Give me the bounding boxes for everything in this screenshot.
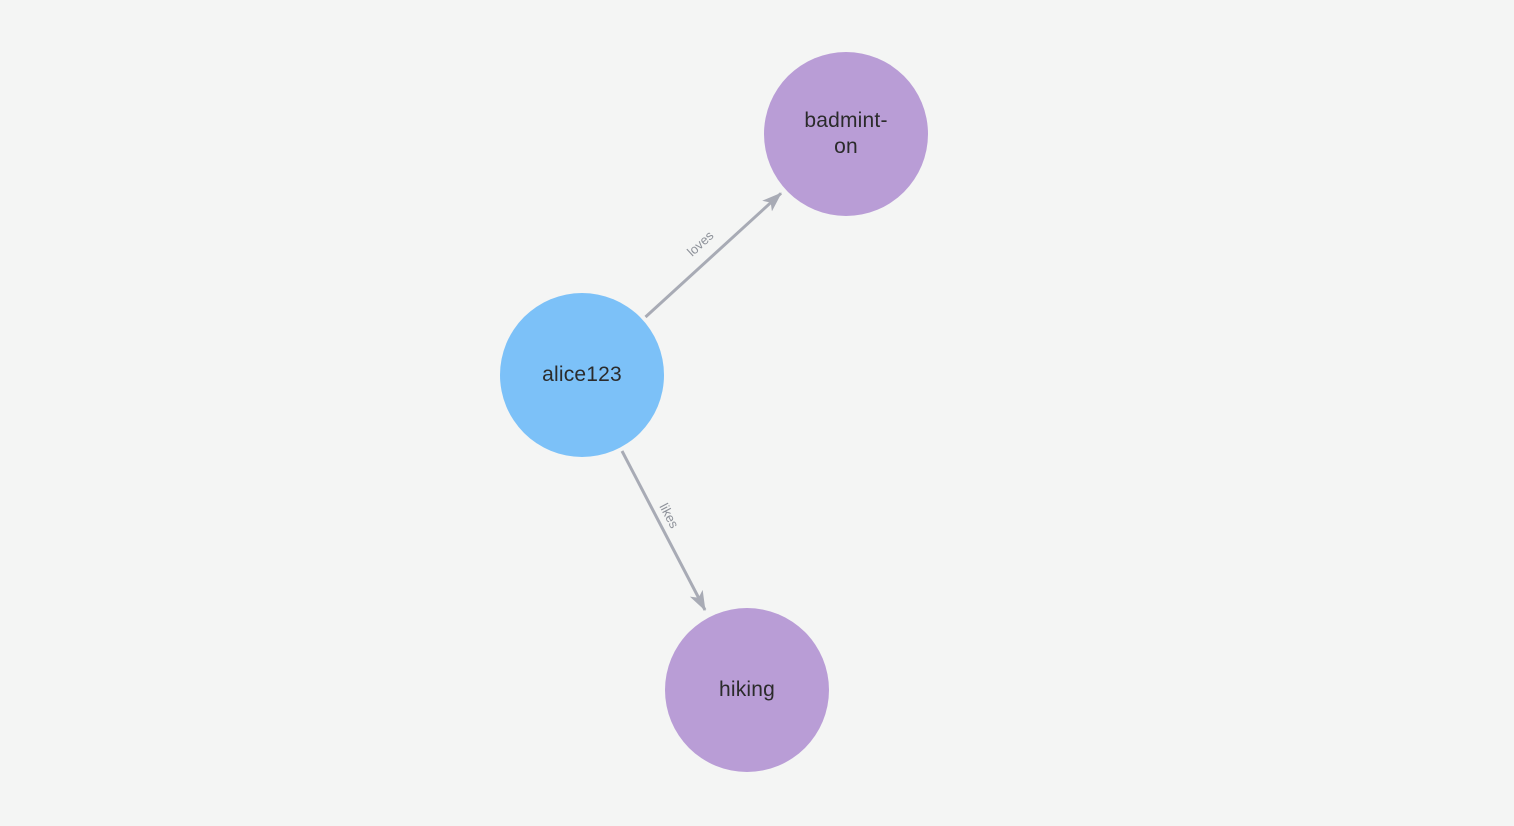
node-label: badmint- on [804,109,888,158]
edge-line-likes[interactable] [620,450,707,611]
edge-likes: likes [620,450,707,611]
edge-loves: loves [644,192,783,319]
graph-node-alice123[interactable]: alice123 [500,293,664,457]
graph-node-hiking[interactable]: hiking [665,608,829,772]
node-label: hiking [718,678,776,701]
node-label: alice123 [542,363,622,386]
graph-node-badminton[interactable]: badmint- on [764,52,928,216]
edge-line-loves[interactable] [644,192,783,319]
